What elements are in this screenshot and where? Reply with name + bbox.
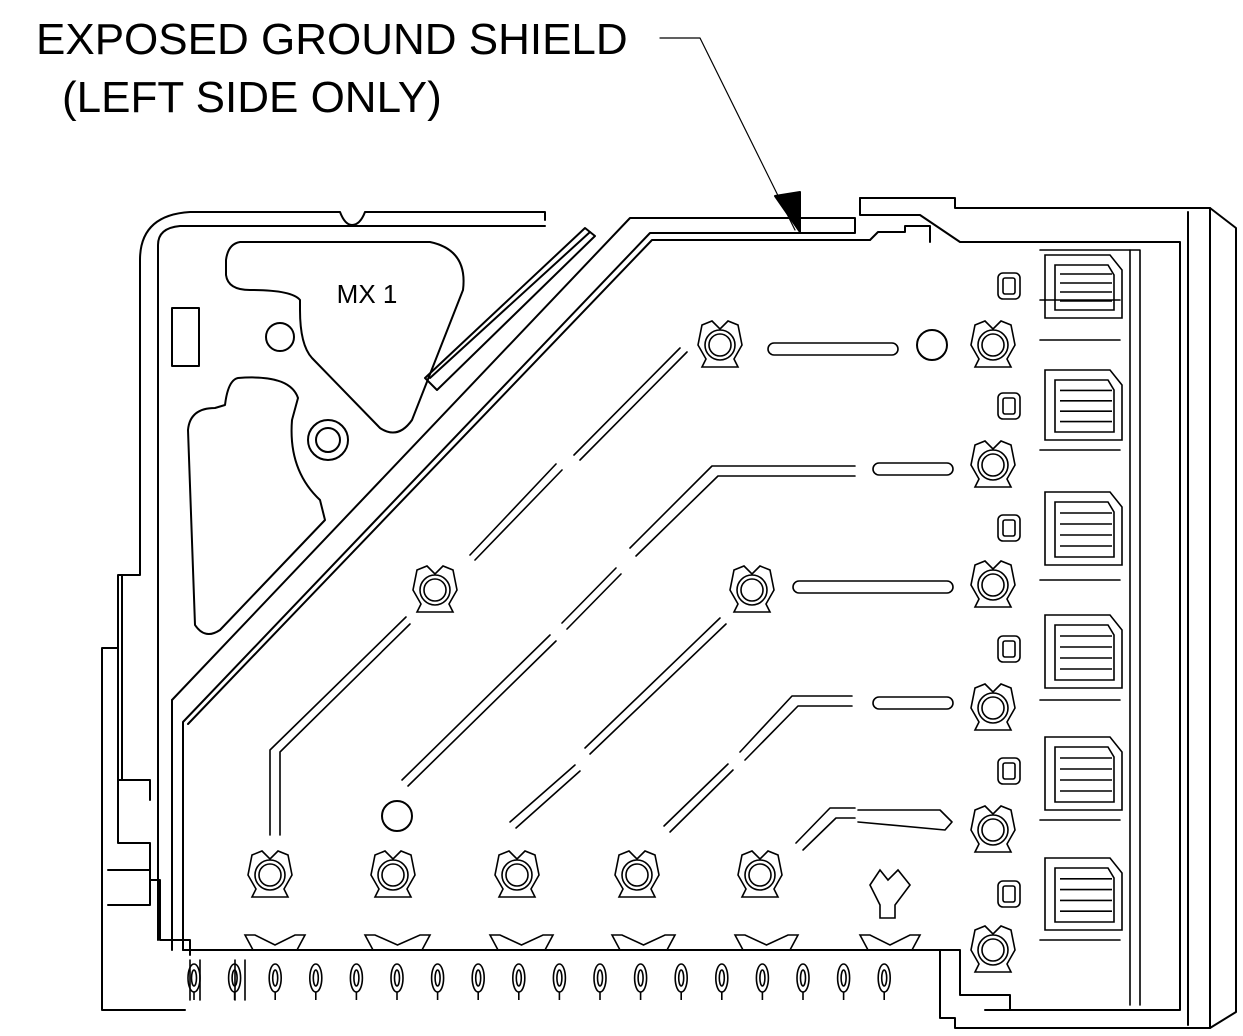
pin-eye	[718, 969, 726, 987]
press-fit-pin	[268, 963, 283, 993]
right-contact-frame	[1039, 249, 1141, 1006]
right-housing	[859, 197, 1237, 1029]
pad-inner	[1002, 277, 1016, 295]
press-fit-pin	[836, 963, 851, 993]
contact-housing	[488, 934, 555, 951]
press-fit-pin	[593, 963, 607, 993]
standoff	[697, 320, 743, 368]
press-fit-pin	[511, 963, 526, 993]
contact-module	[1044, 857, 1123, 931]
pin-eye	[515, 969, 523, 987]
contact-module-inner	[1054, 867, 1115, 923]
pad-inner	[1002, 885, 1016, 903]
pin-eye	[312, 969, 320, 987]
contact-module	[1044, 736, 1123, 811]
contact-module-inner	[1054, 624, 1115, 681]
pin-eye	[393, 969, 401, 987]
pad-inner	[1002, 640, 1016, 658]
press-fit-pin	[674, 963, 689, 993]
leader-arrow	[659, 37, 801, 233]
pin-eye	[840, 969, 847, 987]
pad-inner	[1002, 519, 1016, 537]
key-feature	[869, 868, 912, 919]
plate-bottom-edge	[169, 939, 1011, 1011]
pad	[997, 880, 1021, 908]
exposed-ground-shield	[171, 217, 871, 951]
pin-eye	[353, 969, 360, 987]
contact-module-inner	[1054, 501, 1115, 558]
pin-eye	[271, 969, 279, 987]
press-fit-pin	[430, 963, 445, 993]
contact-module	[1044, 254, 1123, 319]
callout-subtitle: (LEFT SIDE ONLY)	[62, 73, 442, 122]
routing-slots	[269, 342, 954, 851]
callout-title: EXPOSED GROUND SHIELD	[36, 15, 628, 64]
part-label: MX 1	[337, 279, 398, 309]
pin-eye	[677, 969, 685, 987]
contact-module-inner	[1054, 264, 1115, 311]
locating-holes	[381, 329, 948, 832]
plate-cutout-lower	[187, 376, 349, 635]
contact-module	[1044, 491, 1123, 566]
standoff	[729, 565, 775, 613]
standoff	[614, 850, 660, 898]
pin-eye	[434, 969, 441, 987]
pin-eye	[596, 969, 604, 987]
standoff	[370, 850, 416, 898]
press-fit-pin	[471, 963, 486, 993]
left-wafer-plate	[101, 211, 546, 1011]
press-fit-pin	[308, 963, 323, 993]
pin-eye	[759, 969, 766, 987]
press-fit-pin	[796, 963, 810, 993]
press-fit-pin	[390, 963, 404, 993]
contact-housing	[243, 934, 307, 951]
standoff	[970, 440, 1016, 488]
pin-eye	[880, 969, 888, 987]
contact-module	[1044, 369, 1123, 441]
standoff	[494, 850, 540, 898]
contact-module	[1044, 614, 1123, 689]
standoff	[970, 320, 1016, 368]
plate-cutout-upper	[225, 241, 465, 434]
pad	[997, 392, 1021, 420]
pad	[997, 272, 1021, 300]
pad-inner	[1002, 397, 1016, 415]
standoff	[247, 850, 293, 898]
pin-eye	[190, 969, 198, 987]
pin-eye	[799, 969, 807, 987]
contact-housing	[733, 934, 800, 951]
pad-inner	[1002, 762, 1016, 780]
pin-eye	[474, 969, 482, 987]
press-fit-pin	[349, 963, 364, 993]
standoff	[970, 560, 1016, 608]
press-fit-pin	[633, 963, 648, 993]
contact-housing	[610, 934, 677, 951]
contact-module-inner	[1054, 746, 1115, 803]
pad	[997, 757, 1021, 785]
pin-eye	[231, 969, 238, 987]
pin-eye	[637, 969, 644, 987]
contact-housing	[858, 934, 922, 951]
pad	[997, 514, 1021, 542]
pin-eye	[556, 969, 563, 987]
contact-module-inner	[1054, 379, 1115, 433]
pad	[997, 635, 1021, 663]
contact-housing	[363, 934, 432, 951]
standoff	[970, 805, 1016, 853]
press-fit-pin	[714, 963, 729, 993]
press-fit-pin	[552, 963, 567, 993]
standoff	[412, 565, 458, 613]
press-fit-pin	[877, 963, 892, 993]
press-fit-pin	[755, 963, 770, 993]
standoff	[970, 925, 1016, 973]
standoff	[737, 850, 783, 898]
standoff	[970, 683, 1016, 731]
